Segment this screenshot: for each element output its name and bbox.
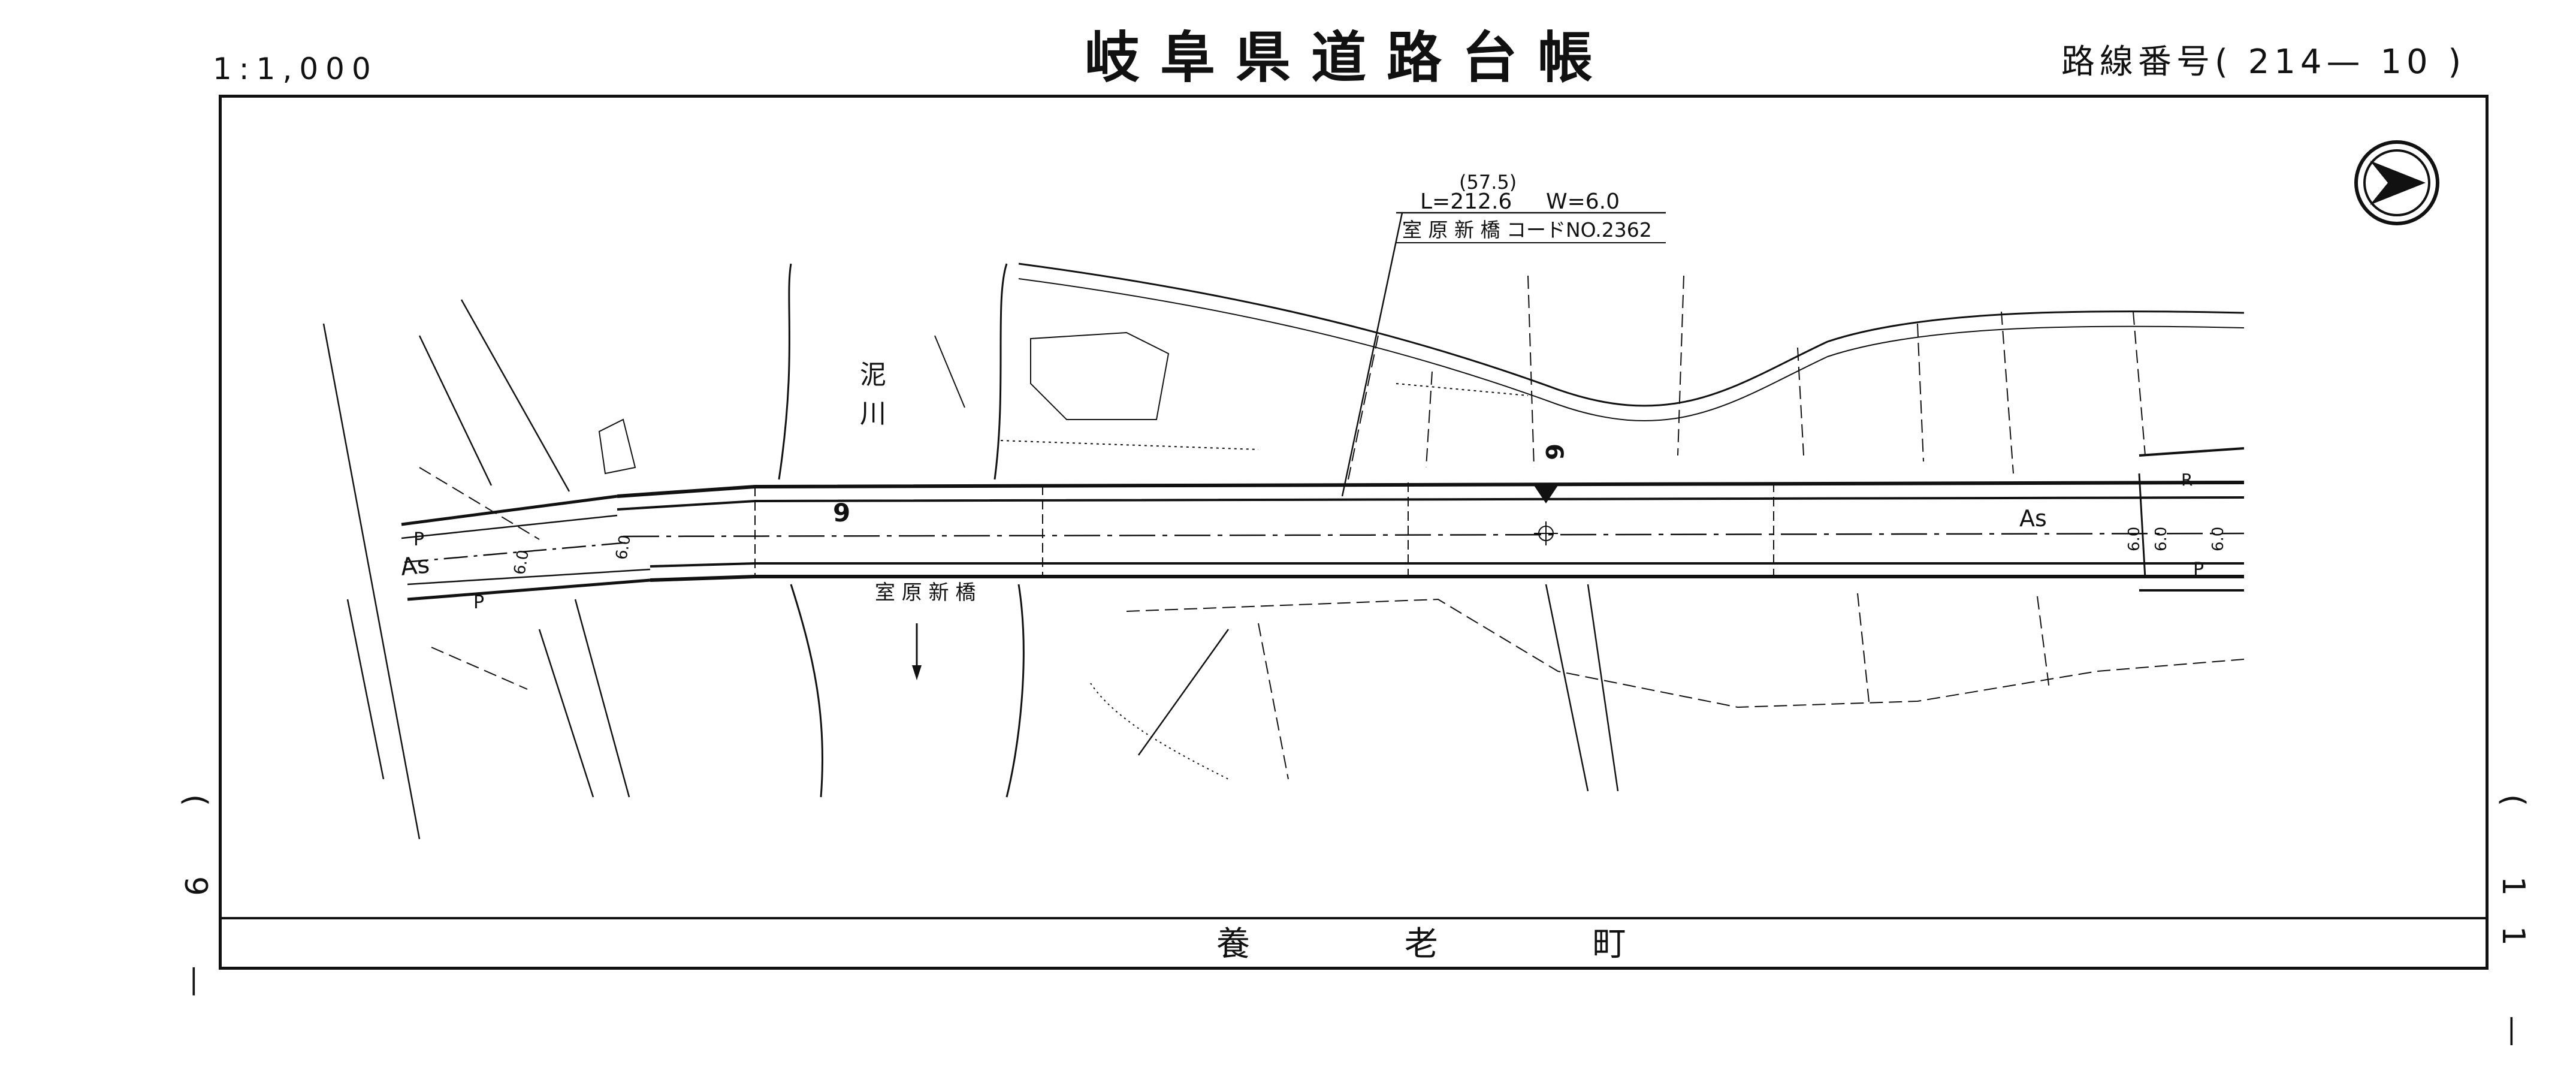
dimension-right-1: 6.0 [2125,527,2143,551]
road-edge-bottom [650,575,2244,582]
parking-label-right: P [2193,559,2204,580]
side-road-left [401,494,651,601]
upper-parcels [1030,331,1170,420]
map-scale: 1:1,000 [213,52,378,86]
document-title: 岐阜県道路台帳 [1085,25,1614,90]
bridge-name-code: 室 原 新 橋 コードNO.2362 [1402,218,1652,242]
bridge-sub-length: (57.5) [1459,171,1517,194]
route-marker-left: 9 [833,498,850,527]
river-bank [778,263,1008,480]
bridge-width: W=6.0 [1546,189,1620,214]
route-number: 路線番号( 214— 10 ) [2061,43,2466,82]
north-arrow-icon [2354,140,2439,225]
river-bank-lower [790,584,1025,798]
pavement-label-right: As [2019,505,2047,532]
road-map: (57.5) L=212.6 W=6.0 室 原 新 橋 コードNO.2362 … [322,140,2439,840]
route-marker-top: 6 [1540,444,1568,460]
town-name: 養 老 町 [1216,925,1698,964]
page-number-left: ( 9 — [177,794,213,1027]
dimension-right-3: 6.0 [2209,527,2227,551]
bridge-length: L=212.6 [1420,189,1512,214]
dimension-right-2: 6.0 [2152,527,2170,551]
r-label: R [2181,470,2193,490]
dimension-left-b: 6.0 [511,548,533,576]
parking-label-left-top: P [413,529,424,550]
parking-label-left-bottom: P [473,592,484,613]
river-name-2: 川 [860,399,886,429]
dimension-left: 6.0 [612,533,635,561]
bridge-name: 室 原 新 橋 [875,581,976,605]
footer-divider [219,917,2489,919]
page-number-right: ( 11 — [2495,794,2531,1077]
bridge-span-lines [754,482,1774,578]
upper-road [1018,263,2245,407]
left-parcels [322,299,630,840]
road-centerline [623,532,2245,538]
side-lane-right [2139,447,2245,592]
road-edge-bottom-inner [650,562,2244,568]
benchmark-triangle [1534,485,1558,503]
river-name-1: 泥 [860,360,886,390]
pavement-label-left: As [399,551,431,581]
lower-parcels [1126,598,2245,708]
road-edge-top [617,481,2245,498]
road-edge-top-inner [617,496,2245,511]
